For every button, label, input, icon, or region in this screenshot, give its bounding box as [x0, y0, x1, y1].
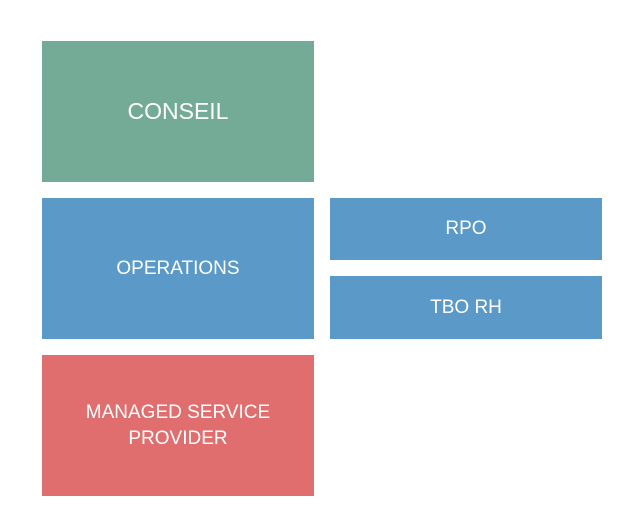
tbo-rh-label: TBO RH [430, 296, 502, 318]
conseil-box: CONSEIL [42, 41, 314, 182]
managed-service-provider-label-line-2: PROVIDER [128, 427, 228, 449]
managed-service-provider-box: MANAGED SERVICE PROVIDER [42, 355, 314, 496]
managed-service-provider-label-line-1: MANAGED SERVICE [85, 401, 271, 423]
tbo-rh-box: TBO RH [330, 276, 602, 339]
managed-service-provider-label: MANAGED SERVICE PROVIDER [86, 400, 270, 451]
operations-box: OPERATIONS [42, 198, 314, 339]
rpo-box: RPO [330, 198, 602, 260]
conseil-label: CONSEIL [127, 97, 229, 124]
operations-label: OPERATIONS [116, 257, 240, 279]
rpo-label: RPO [445, 218, 487, 240]
